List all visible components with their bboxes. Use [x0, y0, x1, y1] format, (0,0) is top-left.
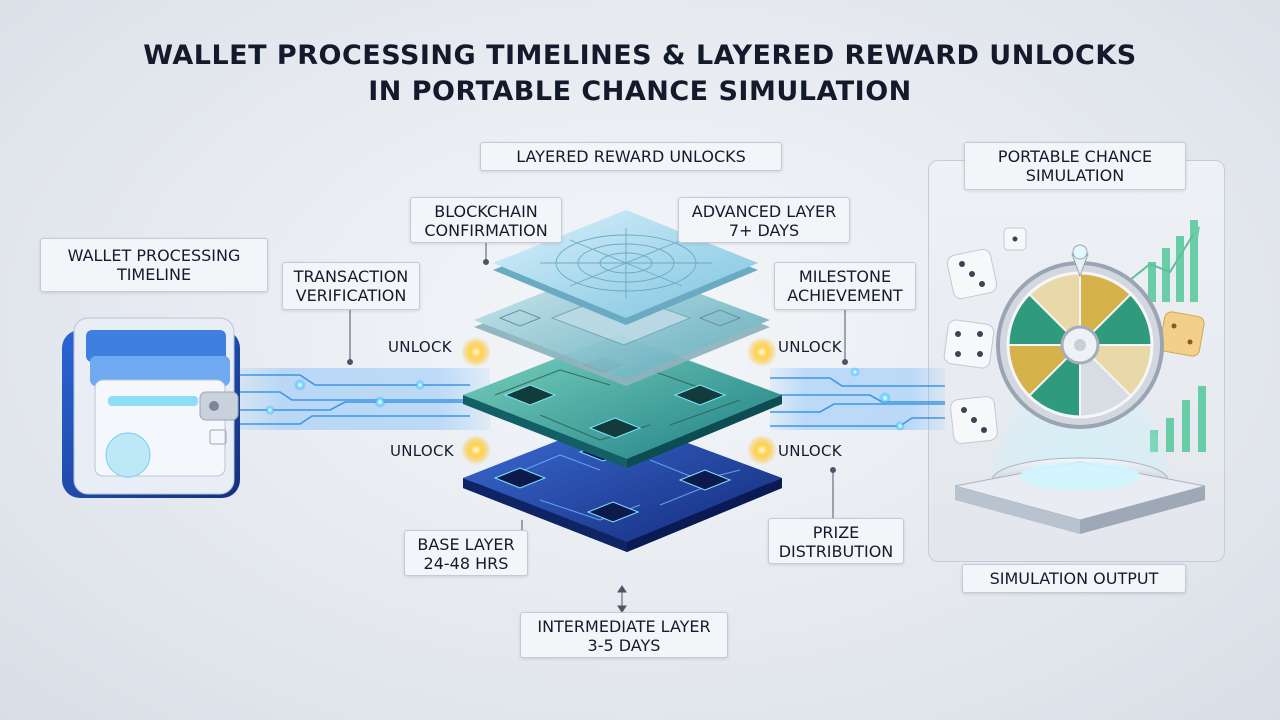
data-stream-right — [770, 367, 945, 431]
layer-stack — [463, 210, 782, 552]
intermediate-layer-board — [463, 334, 782, 468]
data-stream-left — [230, 368, 490, 430]
unlock-label-bottom-right: UNLOCK — [778, 442, 842, 460]
title-line-1: WALLET PROCESSING TIMELINES & LAYERED RE… — [143, 40, 1137, 71]
prize-wheel-icon — [996, 244, 1164, 429]
portable-chance-simulation-label: PORTABLE CHANCE SIMULATION — [964, 142, 1186, 190]
base-layer-label: BASE LAYER 24-48 HRS — [404, 530, 528, 576]
transaction-verification-label: TRANSACTION VERIFICATION — [282, 262, 420, 310]
advanced-layer-label: ADVANCED LAYER 7+ DAYS — [678, 197, 850, 243]
page-title: WALLET PROCESSING TIMELINES & LAYERED RE… — [0, 38, 1280, 110]
bar-chart-icon — [1129, 220, 1206, 452]
title-line-2: IN PORTABLE CHANCE SIMULATION — [368, 76, 912, 107]
intermediate-layer-label: INTERMEDIATE LAYER 3-5 DAYS — [520, 612, 728, 658]
blockchain-confirmation-label: BLOCKCHAIN CONFIRMATION — [410, 197, 562, 243]
unlock-label-top-left: UNLOCK — [388, 338, 452, 356]
layered-reward-unlocks-label: LAYERED REWARD UNLOCKS — [480, 142, 782, 171]
unlock-label-bottom-left: UNLOCK — [390, 442, 454, 460]
spark-icon — [461, 337, 777, 465]
wallet-processing-timeline-label: WALLET PROCESSING TIMELINE — [40, 238, 268, 292]
unlock-label-top-right: UNLOCK — [778, 338, 842, 356]
prize-distribution-label: PRIZE DISTRIBUTION — [768, 518, 904, 564]
base-layer-board — [463, 417, 782, 552]
simulation-output-label: SIMULATION OUTPUT — [962, 564, 1186, 593]
wallet-icon — [62, 317, 240, 498]
milestone-achievement-label: MILESTONE ACHIEVEMENT — [774, 262, 916, 310]
dice-icon — [943, 227, 1205, 444]
